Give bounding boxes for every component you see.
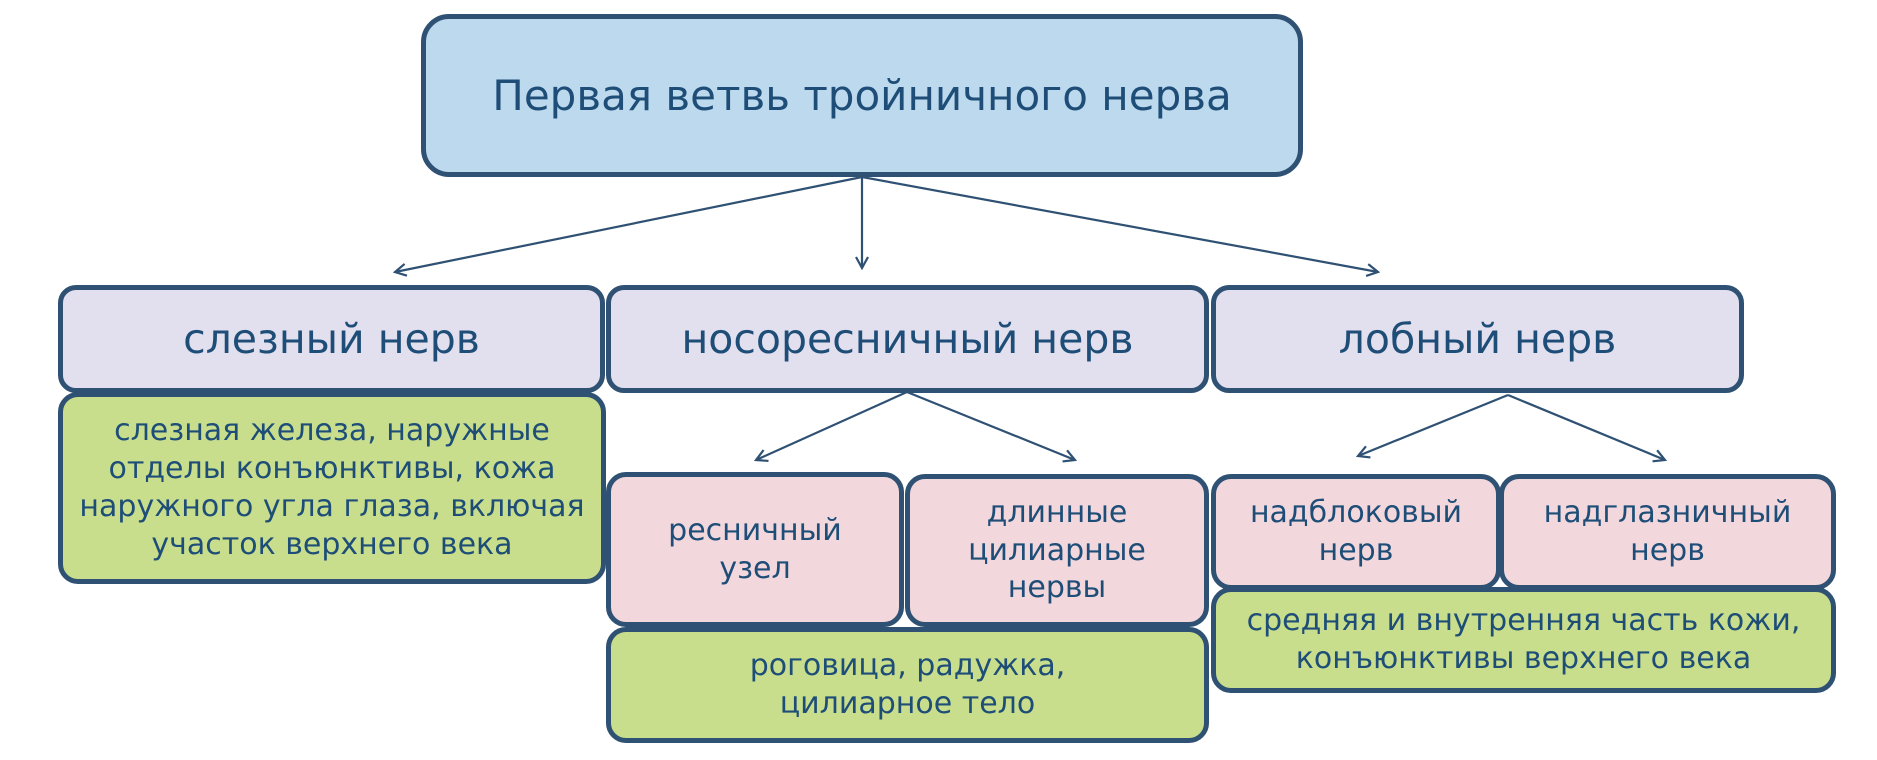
frontal-target-text: средняя и внутренняя часть кожи, конъюнк… [1246,603,1801,676]
arrow-root-to-frontal [861,175,1378,272]
branch-label: слезный нерв [183,315,480,363]
sub-label: надглазничный нерв [1543,495,1792,568]
arrow-nasociliary-to-long-ciliary [906,390,1075,460]
arrow-frontal-to-supratrochlear [1358,393,1509,456]
arrow-root-to-lacrimal [395,175,863,272]
branch-label: носоресничный нерв [681,315,1134,363]
sub-supratrochlear-nerve: надблоковый нерв [1211,474,1501,590]
sub-supraorbital-nerve: надглазничный нерв [1499,474,1836,590]
nasociliary-target: роговица, радужка, цилиарное тело [606,627,1209,743]
root-label: Первая ветвь тройничного нерва [492,71,1232,120]
branch-nasociliary-nerve: носоресничный нерв [606,285,1209,393]
sub-label: длинные цилиарные нервы [968,494,1146,606]
nasociliary-target-text: роговица, радужка, цилиарное тело [749,648,1066,721]
sub-long-ciliary-nerves: длинные цилиарные нервы [905,474,1209,627]
lacrimal-target-text: слезная железа, наружные отделы конъюнкт… [79,413,585,562]
arrow-nasociliary-to-ciliary-ganglion [756,390,908,460]
branch-frontal-nerve: лобный нерв [1211,285,1744,393]
lacrimal-target: слезная железа, наружные отделы конъюнкт… [58,392,606,584]
sub-label: ресничный узел [668,512,842,586]
sub-ciliary-ganglion: ресничный узел [606,472,904,627]
branch-label: лобный нерв [1338,315,1617,363]
root-node: Первая ветвь тройничного нерва [421,14,1303,177]
branch-lacrimal-nerve: слезный нерв [58,285,605,393]
arrow-frontal-to-supraorbital [1507,393,1665,460]
sub-label: надблоковый нерв [1249,495,1463,568]
frontal-target: средняя и внутренняя часть кожи, конъюнк… [1211,587,1836,693]
